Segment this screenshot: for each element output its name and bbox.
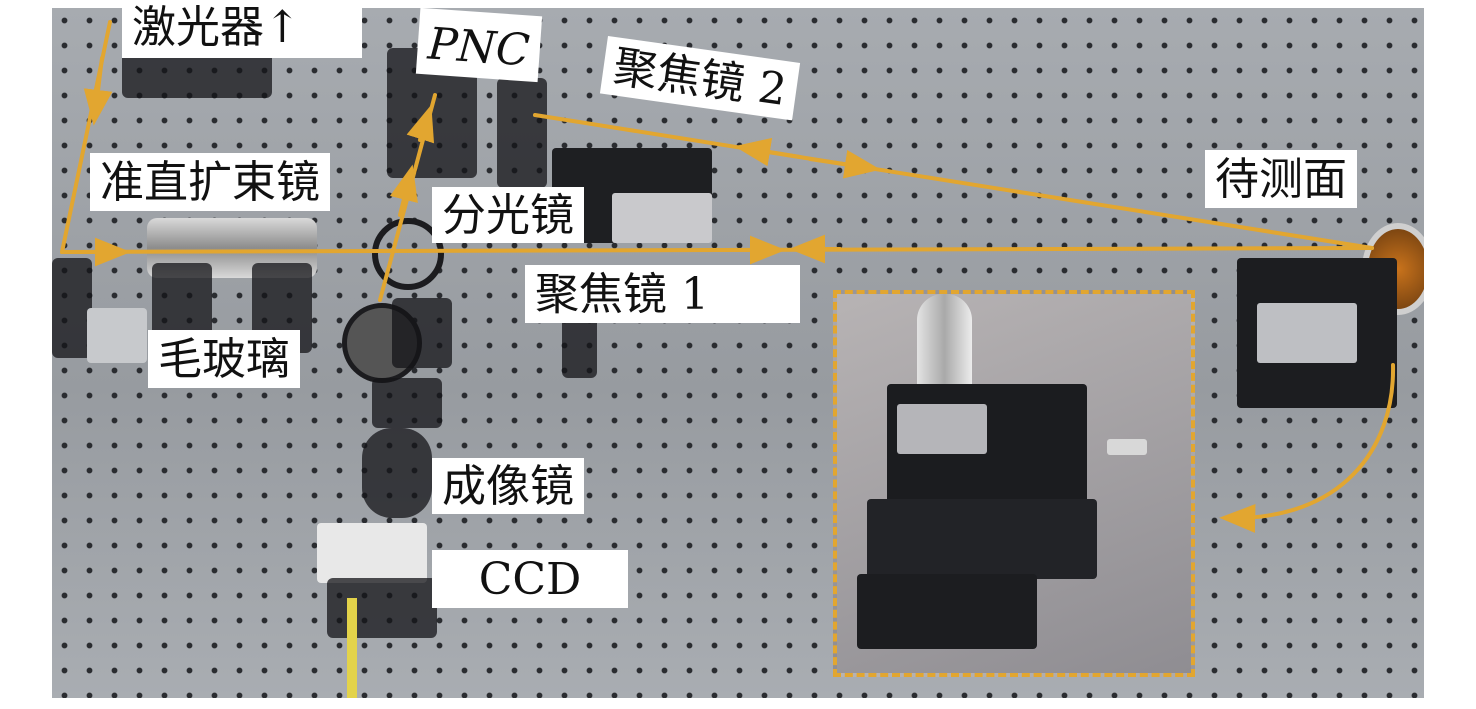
ccd-camera <box>317 523 427 583</box>
beam-splitter-up-arrow-1 <box>389 164 418 217</box>
inset-enlarged-stage <box>833 290 1195 677</box>
optical-table-photo <box>52 8 1424 698</box>
beam-pnc-arrow-2 <box>808 150 881 179</box>
label-surface-under-test: 待测面 <box>1205 150 1357 208</box>
beam-splitter-up-arrow-2 <box>406 104 435 144</box>
beam-pnc-to-surface <box>533 113 1374 250</box>
label-beam-splitter: 分光镜 <box>432 187 584 243</box>
inset-micrometer <box>1107 439 1147 455</box>
label-pnc: PNC <box>415 7 542 83</box>
ccd-mount <box>327 578 437 638</box>
label-imaging-lens: 成像镜 <box>432 458 584 514</box>
inset-stage-base <box>857 574 1037 649</box>
ground-glass-mount <box>392 298 452 368</box>
label-beam-expander: 准直扩束镜 <box>90 153 330 211</box>
label-ccd: CCD <box>432 550 628 608</box>
beam-splitter-ring <box>372 218 444 290</box>
beam-splitter-up <box>378 93 437 302</box>
label-laser: 激光器↑ <box>122 0 362 58</box>
inset-stage-plate <box>897 404 987 454</box>
callout-curve <box>1219 363 1396 533</box>
imaging-lens-mount <box>372 378 442 428</box>
label-focus-lens-1: 聚焦镜 1 <box>525 265 800 323</box>
left-mount-base <box>87 308 147 363</box>
beam-laser-down-arrow <box>83 56 113 126</box>
label-ground-glass: 毛玻璃 <box>148 330 300 388</box>
focus-lens-2-mount <box>497 78 547 188</box>
test-surface-plate <box>1257 303 1357 363</box>
left-mount <box>52 258 92 358</box>
inset-stage-middle <box>867 499 1097 579</box>
pnc-stage-plate <box>612 193 712 243</box>
beam-pnc-arrow-1 <box>734 137 802 167</box>
imaging-lens-body <box>362 428 432 518</box>
ccd-cable <box>347 598 357 698</box>
